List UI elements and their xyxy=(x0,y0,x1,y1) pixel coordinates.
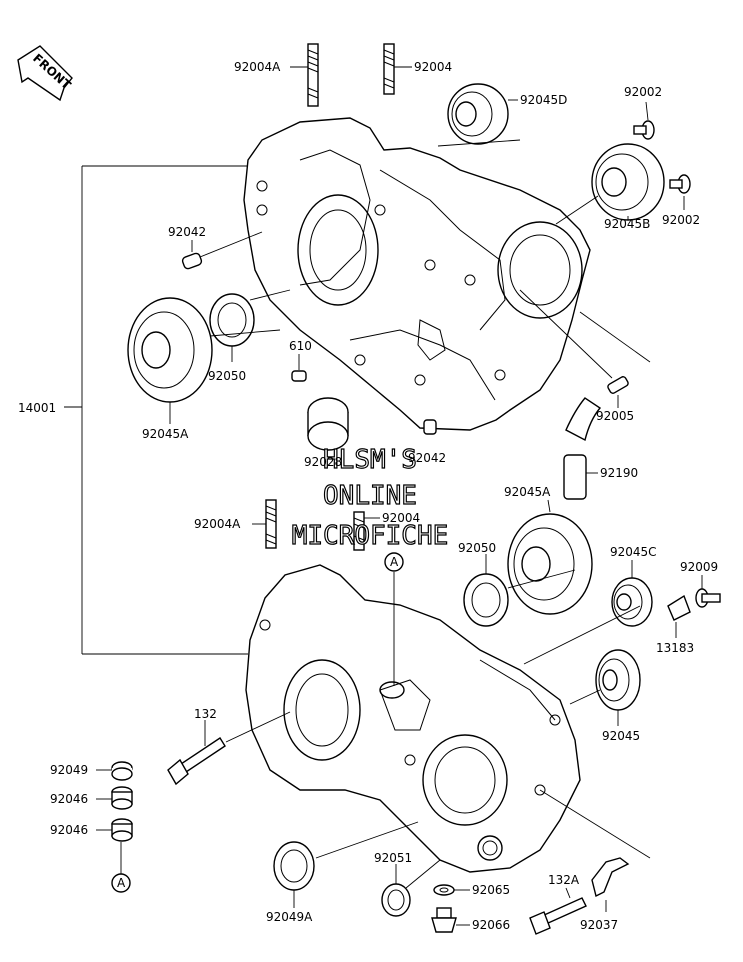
part-labels: 92004A 92004 92045D 92002 92002 92045B 9… xyxy=(18,60,718,932)
front-arrow-icon: FRONT xyxy=(17,45,74,102)
label-92045A-right: 92045A xyxy=(504,485,551,499)
collar-92049 xyxy=(111,761,133,781)
stud-92004-top xyxy=(383,43,395,95)
label-132: 132 xyxy=(194,707,217,721)
bearing-92045C xyxy=(611,577,653,627)
label-92002-a: 92002 xyxy=(624,85,662,99)
label-92049A: 92049A xyxy=(266,910,313,924)
label-92045: 92045 xyxy=(602,729,640,743)
label-92065: 92065 xyxy=(472,883,510,897)
oil-seal-92050-top xyxy=(209,293,255,347)
reference-marker-a-mid xyxy=(384,552,404,572)
label-92045D: 92045D xyxy=(520,93,567,107)
stud-92004A-top xyxy=(307,43,319,107)
label-92037: 92037 xyxy=(580,918,618,932)
oil-seal-92049A xyxy=(273,841,315,891)
label-92046-b: 92046 xyxy=(50,823,88,837)
bearing-92045D xyxy=(447,83,509,145)
label-92028: 92028 xyxy=(304,455,342,469)
label-92045B: 92045B xyxy=(604,217,650,231)
oil-seal-92051 xyxy=(381,883,411,917)
screw-92002-b xyxy=(669,174,691,194)
plate-13183 xyxy=(667,594,691,621)
watermark-line-2: ONLINE xyxy=(323,481,417,511)
bearing-92045A-left xyxy=(127,297,213,403)
label-92190: 92190 xyxy=(600,466,638,480)
label-92009: 92009 xyxy=(680,560,718,574)
watermark-line-1: HLSM'S xyxy=(323,445,417,475)
label-a-mid: A xyxy=(390,555,399,569)
screw-92009 xyxy=(695,588,721,608)
screw-92002-a xyxy=(633,120,655,140)
label-92042-top: 92042 xyxy=(168,225,206,239)
label-13183: 13183 xyxy=(656,641,694,655)
bolt-132 xyxy=(167,737,226,786)
label-92042-mid: 92042 xyxy=(408,451,446,465)
fitting-92005 xyxy=(607,376,629,394)
hose-92190 xyxy=(563,397,602,500)
label-92004-top: 92004 xyxy=(414,60,452,74)
bushing-92028 xyxy=(307,397,349,451)
washer-92065 xyxy=(433,884,455,896)
stud-92004-mid xyxy=(353,511,365,551)
label-92005: 92005 xyxy=(596,409,634,423)
pin-92042-mid xyxy=(423,419,437,435)
label-92045A-left: 92045A xyxy=(142,427,189,441)
upper-crankcase xyxy=(243,117,591,431)
label-14001: 14001 xyxy=(18,401,56,415)
label-92045C: 92045C xyxy=(610,545,657,559)
label-a-bottom: A xyxy=(117,876,126,890)
label-92004A-mid: 92004A xyxy=(194,517,241,531)
bearing-92045A-right xyxy=(507,513,593,615)
watermark: HLSM'S ONLINE MICROFICHE xyxy=(291,444,449,551)
bearing-92046-a xyxy=(111,786,133,810)
pin-610 xyxy=(291,370,307,382)
watermark-line-3: MICROFICHE xyxy=(292,521,449,551)
bearing-92045B xyxy=(591,143,665,221)
label-92051: 92051 xyxy=(374,851,412,865)
oil-seal-92050-mid xyxy=(463,573,509,627)
label-92004-mid: 92004 xyxy=(382,511,420,525)
label-92002-b: 92002 xyxy=(662,213,700,227)
guide-92037 xyxy=(591,857,630,898)
pin-92042-top xyxy=(181,252,203,270)
bearing-92045 xyxy=(595,649,641,711)
label-92050-mid: 92050 xyxy=(458,541,496,555)
bearing-92046-b xyxy=(111,818,133,842)
leader-lines xyxy=(64,66,703,926)
bolt-132A xyxy=(529,897,587,935)
label-92046-a: 92046 xyxy=(50,792,88,806)
label-92066: 92066 xyxy=(472,918,510,932)
label-132A: 132A xyxy=(548,873,580,887)
lower-crankcase xyxy=(245,564,581,873)
label-92049: 92049 xyxy=(50,763,88,777)
stud-92004A-mid xyxy=(265,499,277,549)
label-610: 610 xyxy=(289,339,312,353)
drain-plug-92066 xyxy=(431,907,457,933)
label-92004A-top: 92004A xyxy=(234,60,281,74)
label-92050-top: 92050 xyxy=(208,369,246,383)
